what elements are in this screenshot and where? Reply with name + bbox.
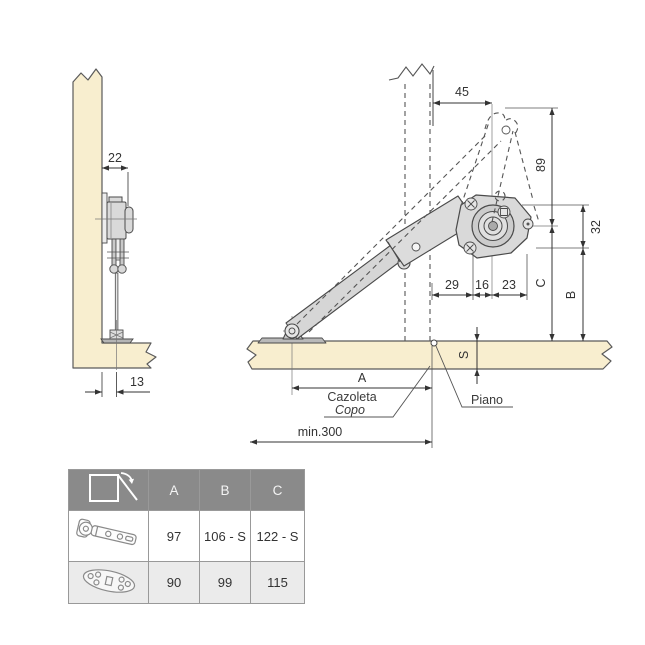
piano-reference-point (430, 339, 438, 347)
table-header-c: C (250, 469, 305, 511)
cabinet-panel-left-view (72, 68, 157, 369)
table-header-icon-cell (68, 469, 149, 511)
label-piano: Piano (471, 393, 503, 407)
table-header-b: B (199, 469, 251, 511)
concealed-cup-hinge-icon (75, 518, 137, 545)
dim-label-22: 22 (108, 151, 122, 165)
screw-cross-bottom (463, 241, 477, 255)
leader-lines (324, 345, 513, 418)
mechanism-side-view (95, 192, 137, 370)
right-section-view: 45 89 32 29 16 23 C B S A min.300 Cazole… (246, 63, 613, 448)
dim-label-23: 23 (502, 278, 516, 292)
label-copo: Copo (335, 403, 365, 417)
screw-cross-top (464, 197, 478, 211)
row-icon-cell (68, 510, 149, 562)
screw-square (497, 205, 511, 219)
cell-b: 106 - S (199, 510, 251, 562)
cell-a: 97 (148, 510, 200, 562)
dim-label-c: C (534, 278, 548, 287)
left-elevation-view: 22 13 (72, 68, 157, 397)
cell-c: 122 - S (250, 510, 305, 562)
flat-mounting-plate-icon (82, 569, 135, 593)
lift-mechanism-drawing: 22 13 (72, 63, 613, 448)
dimension-13 (85, 372, 150, 397)
dimension-22 (102, 165, 129, 206)
cell-a: 90 (148, 561, 200, 604)
dim-label-45: 45 (455, 85, 469, 99)
dim-label-16: 16 (475, 278, 489, 292)
table-row: 97 106 - S 122 - S (68, 510, 305, 562)
dim-label-min300: min.300 (298, 425, 343, 439)
table-row: 90 99 115 (68, 561, 305, 604)
mechanism-plate (455, 194, 534, 259)
dimensions-spec-table: A B C 97 106 - S 122 - S (68, 469, 305, 604)
cell-b: 99 (199, 561, 251, 604)
shelf-panel (246, 340, 613, 370)
dim-label-a: A (358, 371, 367, 385)
label-cazoleta: Cazoleta (327, 390, 376, 404)
dim-label-13: 13 (130, 375, 144, 389)
dim-label-32: 32 (589, 220, 603, 234)
phantom-raised-arm (296, 112, 540, 333)
dim-label-29: 29 (445, 278, 459, 292)
flap-door-open-icon (88, 471, 138, 502)
dimension-lines (250, 100, 586, 445)
lift-arm-assembly (257, 195, 477, 344)
cell-c: 115 (250, 561, 305, 604)
row-icon-cell (68, 561, 149, 604)
dim-label-s: S (457, 351, 471, 359)
table-header-a: A (148, 469, 200, 511)
dim-label-89: 89 (534, 158, 548, 172)
extension-lines (431, 107, 589, 448)
dim-label-b: B (564, 291, 578, 299)
